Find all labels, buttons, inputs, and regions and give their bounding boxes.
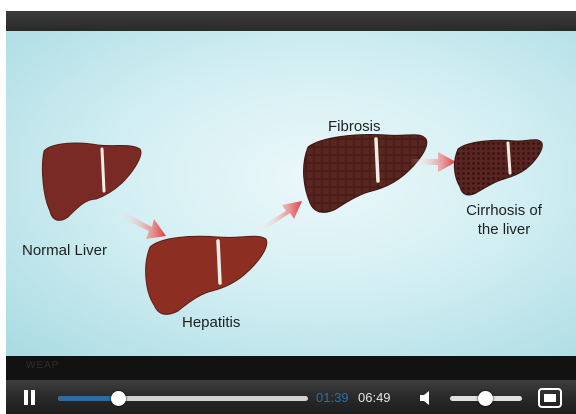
pause-icon-bar: [31, 390, 35, 405]
volume-slider[interactable]: [450, 396, 522, 401]
label-cirrhosis: Cirrhosis of the liver: [454, 201, 554, 239]
label-hepatitis: Hepatitis: [182, 313, 240, 332]
liver-stages-illustration: [6, 31, 576, 356]
label-fibrosis: Fibrosis: [328, 117, 381, 136]
video-player[interactable]: Normal Liver Hepatitis Fibrosis Cirrhosi…: [6, 11, 576, 414]
pause-button[interactable]: [20, 388, 38, 408]
seek-bar-progress: [58, 396, 118, 401]
pause-icon: [24, 390, 28, 405]
label-normal-liver: Normal Liver: [22, 241, 107, 260]
hepatitis-liver-image: [146, 236, 267, 314]
arrow-2: [256, 201, 302, 233]
fibrosis-liver-image: [304, 135, 427, 213]
seek-handle[interactable]: [111, 391, 126, 406]
caption-strip: WEAP: [6, 356, 576, 380]
caption-strip-text: WEAP: [26, 360, 59, 371]
volume-icon[interactable]: [419, 390, 437, 406]
seek-bar[interactable]: [58, 396, 308, 401]
fullscreen-icon[interactable]: [538, 388, 562, 408]
volume-handle[interactable]: [478, 391, 493, 406]
arrow-1: [115, 209, 166, 239]
normal-liver-image: [42, 143, 141, 220]
player-title-bar: [6, 11, 576, 31]
current-time: 01:39: [316, 390, 349, 405]
total-duration: 06:49: [358, 390, 391, 405]
control-bar: 01:39 06:49: [6, 380, 576, 414]
video-frame[interactable]: Normal Liver Hepatitis Fibrosis Cirrhosi…: [6, 31, 576, 356]
cirrhosis-liver-image: [454, 140, 542, 195]
